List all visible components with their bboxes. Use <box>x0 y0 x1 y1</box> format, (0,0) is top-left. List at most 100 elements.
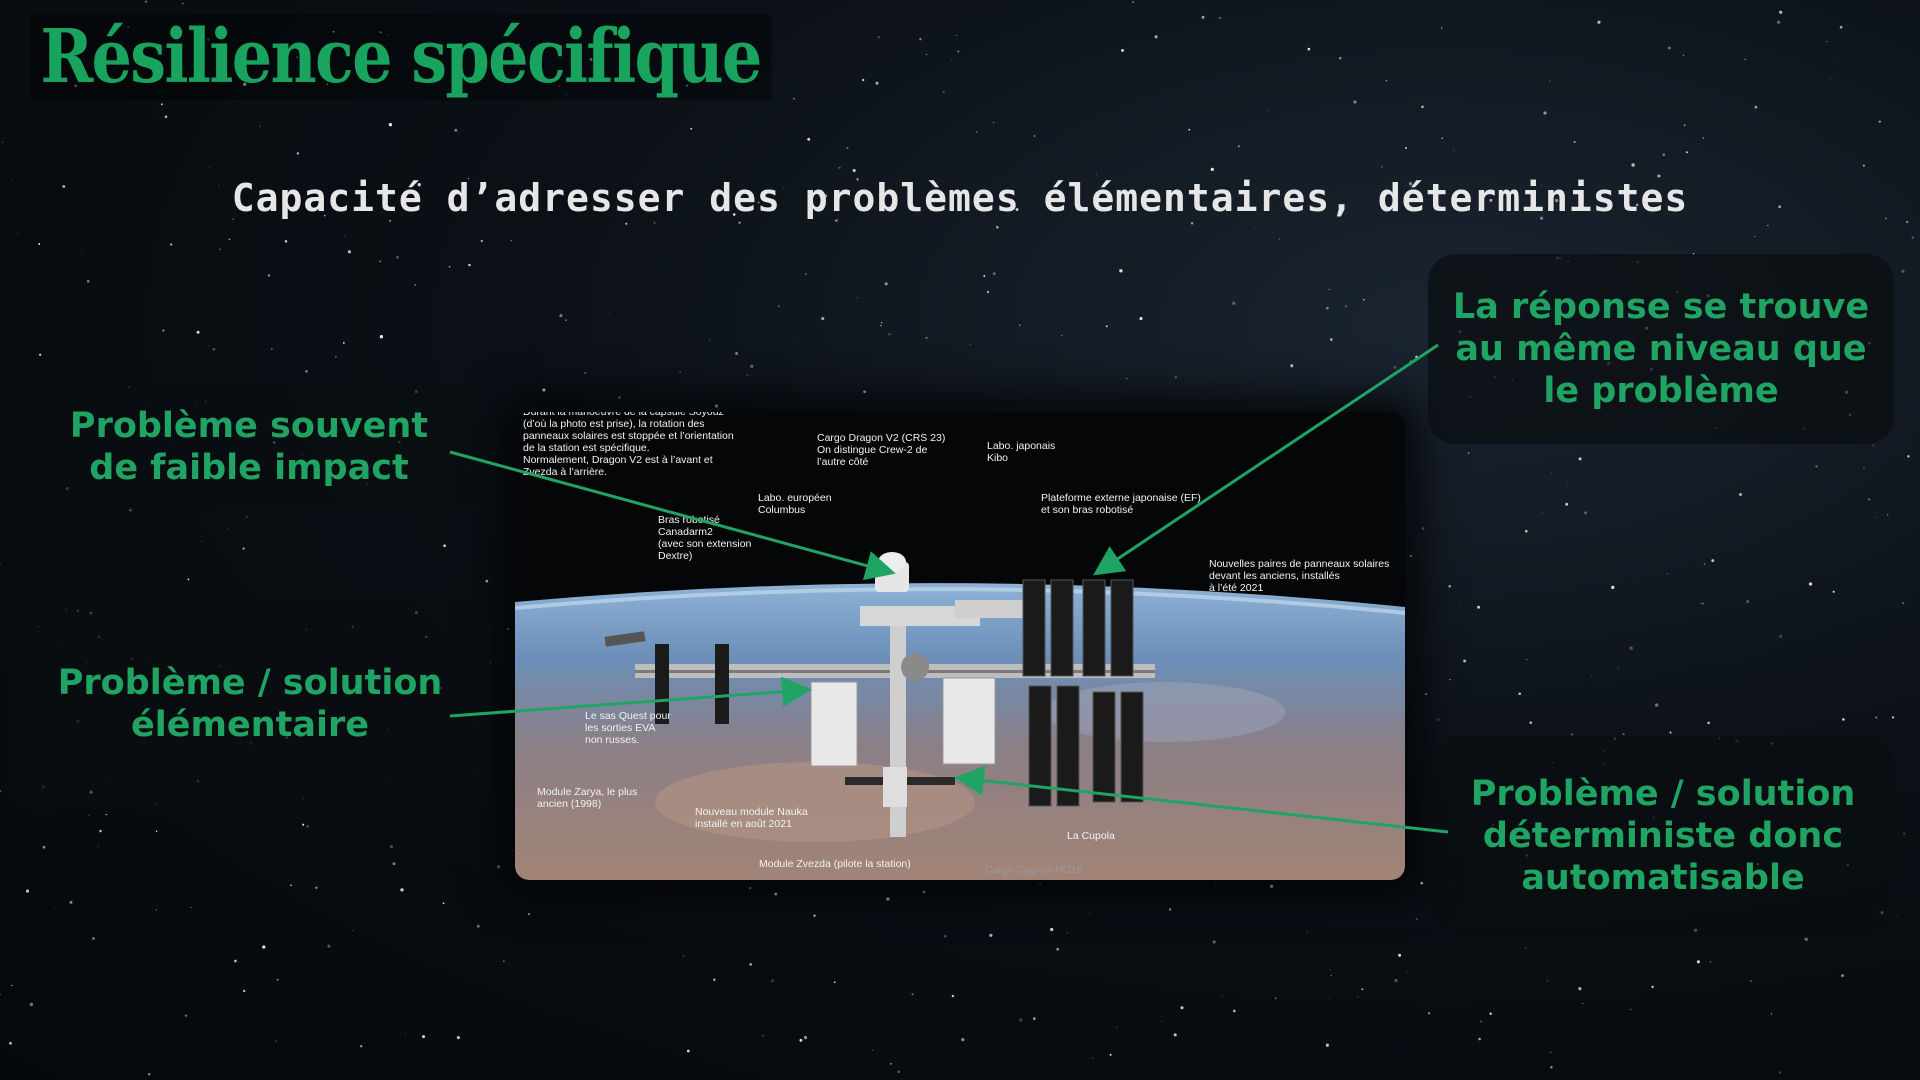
star <box>1222 995 1224 997</box>
star <box>1131 189 1135 193</box>
star <box>245 515 249 518</box>
slide-subtitle: Capacité d’adresser des problèmes élémen… <box>231 176 1689 220</box>
star <box>507 628 510 630</box>
star <box>421 1035 426 1039</box>
star <box>1307 47 1311 51</box>
label-intro: Durant la manoeuvre de la capsule Soyouz… <box>523 412 734 479</box>
callout-meme-niveau-line-1: La réponse se trouve <box>1452 287 1870 327</box>
star <box>589 58 593 61</box>
star <box>1428 1012 1431 1015</box>
star <box>1328 289 1330 291</box>
star <box>1338 56 1342 60</box>
star <box>1631 163 1635 167</box>
star <box>1830 77 1832 79</box>
star <box>256 350 258 351</box>
star <box>686 1049 690 1053</box>
star <box>1121 48 1124 52</box>
star <box>29 1002 34 1007</box>
star <box>1666 572 1668 575</box>
star <box>1326 306 1329 310</box>
star <box>270 348 273 350</box>
star <box>1033 134 1036 138</box>
star <box>1440 27 1443 29</box>
star <box>1584 511 1588 515</box>
star <box>1629 646 1633 650</box>
star <box>1306 931 1308 933</box>
star <box>746 374 749 376</box>
star <box>1361 988 1364 991</box>
star <box>609 312 610 314</box>
star <box>1578 457 1582 461</box>
star <box>1409 554 1412 558</box>
star <box>942 91 945 94</box>
star <box>1297 216 1299 218</box>
star <box>476 924 480 928</box>
star <box>951 60 952 61</box>
star <box>396 255 400 259</box>
star <box>243 82 247 86</box>
star <box>863 390 866 394</box>
star <box>777 305 780 308</box>
star <box>1480 1020 1483 1023</box>
star <box>1415 355 1418 359</box>
star <box>1393 365 1397 369</box>
star <box>144 0 148 3</box>
star <box>1778 205 1782 209</box>
star <box>807 137 811 141</box>
star <box>1906 220 1909 224</box>
star <box>1746 600 1750 603</box>
star <box>206 37 210 41</box>
star <box>1056 947 1060 951</box>
star <box>957 50 960 53</box>
star <box>925 53 927 55</box>
star <box>793 98 795 100</box>
star <box>771 979 774 983</box>
star <box>355 571 357 573</box>
star <box>1702 602 1704 605</box>
star <box>1526 658 1528 661</box>
label-nauka: Nouveau module Nauka installé en août 20… <box>695 806 808 831</box>
star <box>1441 137 1443 140</box>
star <box>911 993 914 996</box>
star <box>390 845 393 849</box>
star <box>1467 452 1470 454</box>
star <box>993 122 995 124</box>
star <box>324 215 326 217</box>
star <box>1115 1026 1118 1028</box>
star <box>679 371 681 373</box>
star <box>234 959 237 963</box>
callout-elementaire: Problème / solution élémentaire <box>10 598 490 810</box>
star <box>774 892 778 896</box>
star <box>1750 980 1752 982</box>
star <box>305 370 308 373</box>
star <box>379 260 382 263</box>
star <box>1808 582 1813 586</box>
star <box>456 1036 460 1040</box>
star <box>468 263 471 267</box>
star <box>1613 720 1615 722</box>
star <box>1767 224 1769 227</box>
star <box>1885 217 1887 220</box>
star <box>1453 149 1455 151</box>
star <box>799 1038 803 1042</box>
star <box>11 984 13 987</box>
star <box>510 240 512 242</box>
callout-meme-niveau-line-2: au même niveau que <box>1455 329 1867 369</box>
star <box>38 243 41 245</box>
star <box>1623 965 1625 967</box>
star <box>1212 940 1216 944</box>
label-cupola: La Cupola <box>1067 830 1115 842</box>
label-columbus: Labo. européen Columbus <box>758 492 832 517</box>
star <box>1635 580 1637 582</box>
star <box>565 319 567 321</box>
star <box>379 335 384 339</box>
star <box>1039 883 1042 886</box>
star <box>218 184 220 186</box>
star <box>1887 514 1889 516</box>
star <box>1815 465 1818 468</box>
callout-automatisable-line-3: automatisable <box>1521 858 1805 898</box>
star <box>1597 20 1601 24</box>
star <box>1779 10 1783 14</box>
star <box>335 355 337 358</box>
star <box>735 352 739 355</box>
